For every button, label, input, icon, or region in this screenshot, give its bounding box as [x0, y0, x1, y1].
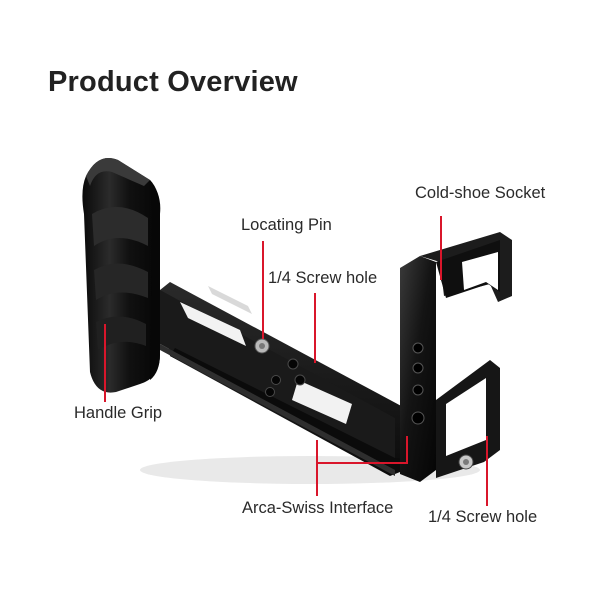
- leader-locating-pin: [262, 241, 264, 339]
- screw-hole-bottom-label: 1/4 Screw hole: [428, 508, 538, 526]
- leader-cold-shoe: [440, 216, 442, 280]
- leader-arca-horizontal: [316, 462, 408, 464]
- locating-pin-label: Locating Pin: [241, 216, 332, 234]
- arca-swiss-interface-label: Arca-Swiss Interface: [242, 499, 394, 517]
- leader-screw-top: [314, 293, 316, 363]
- screw-hole-top-label: 1/4 Screw hole: [268, 269, 378, 287]
- page-title: Product Overview: [48, 66, 298, 98]
- leader-arca-vertical: [316, 440, 318, 496]
- cold-shoe-socket-label: Cold-shoe Socket: [415, 184, 546, 202]
- handle-grip: [82, 158, 161, 393]
- base-plate: [160, 282, 440, 476]
- leader-arca-up: [406, 436, 408, 464]
- leader-handle-grip: [104, 324, 106, 402]
- leader-screw-bottom: [486, 436, 488, 506]
- vertical-arm: [400, 232, 512, 482]
- handle-grip-label: Handle Grip: [74, 404, 163, 422]
